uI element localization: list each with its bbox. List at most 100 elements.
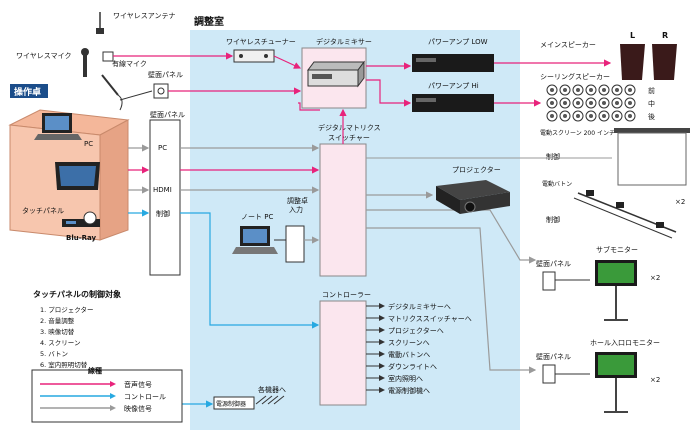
ceiling-speaker-cone bbox=[589, 88, 593, 92]
touch-targets-title: タッチパネルの制御対象 bbox=[33, 289, 121, 299]
control-2-label: 制御 bbox=[546, 215, 560, 224]
screen-icon bbox=[614, 128, 690, 186]
ceiling-speaker-cone bbox=[576, 88, 580, 92]
wall-panel-column bbox=[149, 119, 181, 276]
touch-pointer-icon bbox=[83, 211, 97, 225]
ceiling-speaker-cone bbox=[563, 88, 567, 92]
controller-output-label: 室内照明へ bbox=[388, 374, 423, 383]
operation-desk-title: 操作卓 bbox=[14, 86, 41, 98]
lobby-monitor-count: ×2 bbox=[650, 376, 660, 384]
sub-monitor-count: ×2 bbox=[650, 274, 660, 282]
speaker-left-label: L bbox=[630, 31, 635, 40]
baton-icon bbox=[573, 190, 677, 239]
controller-output-label: スクリーンへ bbox=[388, 339, 430, 347]
ceiling-speaker-cone bbox=[550, 88, 554, 92]
controller-output-label: デジタルミキサーへ bbox=[388, 302, 451, 311]
controller-output-label: ダウンライトへ bbox=[388, 362, 437, 371]
wireless-mic-label: ワイヤレスマイク bbox=[16, 52, 71, 60]
wall-panel-sub-label: 壁面パネル bbox=[536, 259, 571, 268]
screen-label: 電動スクリーン 200 インチ bbox=[540, 129, 615, 137]
legend-arrowhead bbox=[110, 405, 116, 411]
ceiling-speaker-cone bbox=[589, 101, 593, 105]
desk-input-box bbox=[285, 225, 305, 263]
wired-mic-label: 有線マイク bbox=[112, 59, 147, 68]
to-devices-arrows bbox=[255, 395, 285, 405]
ceiling-speaker-cone bbox=[615, 114, 619, 118]
baton-label: 電動バトン bbox=[542, 180, 572, 188]
wall-panel-lobby-label: 壁面パネル bbox=[536, 352, 571, 361]
to-devices-label: 各機器へ bbox=[258, 385, 286, 394]
wall-panel-control: 制御 bbox=[156, 209, 170, 218]
controller-output-label: プロジェクターへ bbox=[388, 326, 444, 335]
ceiling-speaker-cone bbox=[550, 101, 554, 105]
touch-panel-label: タッチパネル bbox=[22, 206, 64, 215]
ceiling-speaker-cone bbox=[576, 114, 580, 118]
ceiling-speaker-cone bbox=[550, 114, 554, 118]
wireless-antenna: ワイヤレスアンテナ bbox=[96, 12, 176, 34]
wall-panel-1-label: 壁面パネル bbox=[148, 70, 183, 79]
projector-device bbox=[436, 180, 510, 214]
touch-target-item: 5. バトン bbox=[40, 350, 68, 358]
speaker-right-label: R bbox=[662, 31, 668, 40]
wall-panel-pc: PC bbox=[158, 144, 167, 152]
laptop-icon bbox=[34, 113, 82, 140]
wall-panel-hdmi: HDMI bbox=[153, 186, 172, 194]
ceiling-speaker-cone bbox=[602, 88, 606, 92]
ceiling-speaker-cone bbox=[563, 101, 567, 105]
main-speaker-label: メインスピーカー bbox=[540, 41, 596, 49]
control-room-title: 調整室 bbox=[194, 15, 224, 28]
legend-label: 音声信号 bbox=[124, 380, 152, 389]
desk-input-label-1: 調整卓 bbox=[287, 196, 308, 205]
wall-panel-2-label: 壁面パネル bbox=[150, 110, 185, 119]
ceiling-speaker-cone bbox=[589, 114, 593, 118]
power-amp-hi-device bbox=[412, 94, 494, 112]
power-controller-label: 電源制御器 bbox=[216, 400, 246, 408]
ceiling-speaker-cone bbox=[602, 114, 606, 118]
lobby-monitor-label: ホール入口ロモニター bbox=[590, 338, 660, 347]
ceiling-middle: 中 bbox=[648, 99, 655, 108]
operation-desk-title-bg bbox=[10, 84, 48, 98]
notebook-pc-icon bbox=[232, 226, 278, 254]
power-controller-box bbox=[213, 396, 255, 410]
controller-output-label: 電源制御機へ bbox=[388, 386, 430, 395]
wired-mic-icon bbox=[101, 74, 123, 111]
desk-pc-label: PC bbox=[84, 140, 93, 148]
legend-arrowhead bbox=[110, 393, 116, 399]
wall-panel-1-icon bbox=[153, 83, 169, 99]
projector-label: プロジェクター bbox=[452, 165, 501, 174]
ceiling-speaker-label: シーリングスピーカー bbox=[540, 72, 610, 81]
ceiling-speaker-cone bbox=[563, 114, 567, 118]
ceiling-front: 前 bbox=[648, 86, 655, 95]
wireless-antenna-label: ワイヤレスアンテナ bbox=[113, 12, 176, 20]
wall-panel-lobby-icon bbox=[542, 364, 556, 384]
wireless-mic-icon bbox=[81, 48, 89, 77]
ceiling-speaker-grid bbox=[546, 84, 636, 122]
touch-target-item: 1. プロジェクター bbox=[40, 305, 94, 314]
ceiling-speaker-cone bbox=[615, 88, 619, 92]
controller-outputs: デジタルミキサーへマトリクススイッチャーへプロジェクターへスクリーンへ電動バトン… bbox=[366, 302, 472, 395]
matrix-switcher-label-1: デジタルマトリクス bbox=[318, 123, 381, 132]
ceiling-speaker-cone bbox=[628, 114, 632, 118]
touch-target-item: 3. 映像切替 bbox=[40, 327, 75, 336]
legend-label: 映像信号 bbox=[124, 404, 152, 413]
legend-title: 線種 bbox=[88, 366, 102, 375]
controller-box bbox=[319, 300, 367, 406]
touch-panel-icon bbox=[55, 162, 100, 190]
controller-output-label: マトリクススイッチャーへ bbox=[388, 315, 472, 323]
notebook-pc-label: ノート PC bbox=[241, 213, 273, 221]
matrix-switcher-box bbox=[319, 143, 367, 277]
baton-count: ×2 bbox=[675, 198, 685, 206]
control-1-label: 制御 bbox=[546, 152, 560, 161]
sub-monitor-label: サブモニター bbox=[596, 245, 638, 254]
speaker-left-icon bbox=[620, 44, 645, 80]
bluray-icon bbox=[62, 219, 100, 227]
legend-arrowhead bbox=[110, 381, 116, 387]
controller-label: コントローラー bbox=[322, 291, 371, 299]
wireless-tuner-label: ワイヤレスチューナー bbox=[226, 38, 296, 46]
ceiling-rear: 後 bbox=[648, 112, 655, 121]
bluray-label: Blu-Ray bbox=[66, 234, 97, 242]
power-amp-low-label: パワーアンプ LOW bbox=[428, 38, 488, 46]
mixer-device bbox=[307, 60, 365, 88]
touch-target-item: 6. 室内照明切替 bbox=[40, 360, 88, 369]
